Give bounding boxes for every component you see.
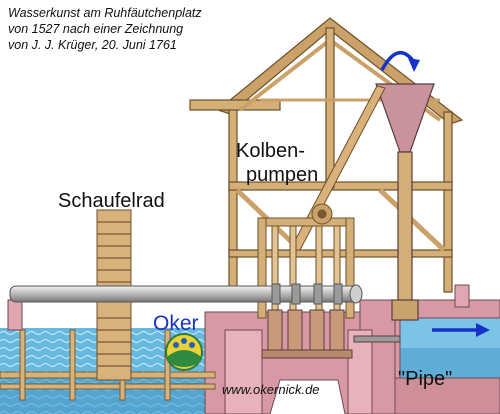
outflow-channel xyxy=(395,318,500,378)
water-funnel xyxy=(375,83,435,321)
pump-cylinders xyxy=(261,309,401,359)
caption-line-2: von 1527 nach einer Zeichnung xyxy=(8,22,184,36)
caption-line-1: Wasserkunst am Ruhfäutchenplatz xyxy=(8,6,202,20)
label-kolben-line-2: pumpen xyxy=(246,164,319,186)
piston-pump-frame xyxy=(257,203,355,319)
main-shaft xyxy=(9,283,363,305)
label-oker: Oker xyxy=(153,312,199,335)
okernick-logo-icon xyxy=(165,333,203,371)
label-schaufelrad: Schaufelrad xyxy=(58,190,165,212)
label-website: www.okernick.de xyxy=(222,382,320,397)
building-frame xyxy=(189,17,464,293)
right-arrow-icon xyxy=(432,323,490,337)
label-kolben-line-1: Kolben- xyxy=(236,140,305,162)
curved-arrow-icon xyxy=(380,51,420,72)
label-pipe: "Pipe" xyxy=(398,368,453,390)
stone-foundation xyxy=(7,284,500,414)
caption-line-3: von J. J. Krüger, 20. Juni 1761 xyxy=(8,38,177,52)
